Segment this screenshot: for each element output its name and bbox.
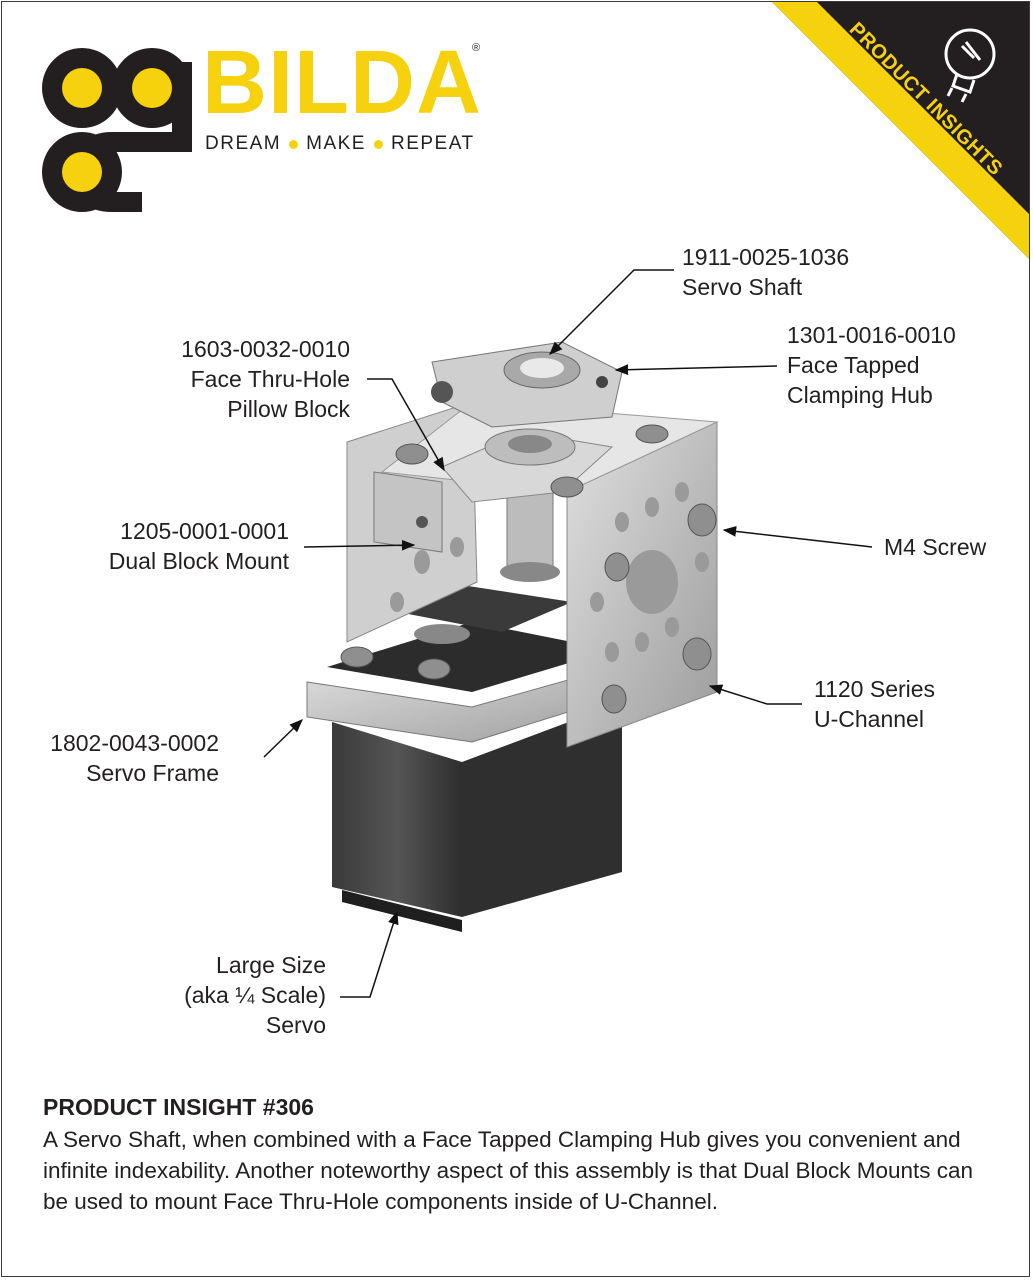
callout-part-name: U-Channel: [814, 706, 924, 732]
leader-pillow-block: [367, 378, 445, 472]
callout-part-number: 1301-0016-0010: [787, 322, 956, 348]
clamping-hub: [431, 341, 623, 428]
servo-frame-plate: [306, 582, 633, 743]
dual-block-mount: [373, 471, 443, 553]
leader-u-channel: [708, 684, 802, 705]
callout-servo-shaft: 1911-0025-1036 Servo Shaft: [682, 242, 849, 302]
leader-clamping-hub: [614, 364, 778, 376]
callout-part-name: (aka ¼ Scale): [184, 982, 326, 1008]
callout-part-name: Face Tapped: [787, 352, 920, 378]
callout-dual-block-mount: 1205-0001-0001 Dual Block Mount: [109, 516, 289, 576]
leader-lines: [263, 269, 873, 998]
product-insight: PRODUCT INSIGHT #306 A Servo Shaft, when…: [43, 1092, 1003, 1217]
registered-mark: ®: [472, 42, 481, 54]
insight-body: A Servo Shaft, when combined with a Face…: [43, 1127, 974, 1214]
callout-part-name: Clamping Hub: [787, 382, 933, 408]
gobilda-logo-mark: [42, 48, 192, 212]
callout-part-name: Large Size: [216, 952, 326, 978]
lightbulb-icon: [944, 28, 996, 103]
leader-servo-shaft: [549, 269, 674, 355]
callout-part-name: M4 Screw: [884, 534, 987, 560]
tagline-dot: [289, 139, 299, 149]
callout-part-number: 1205-0001-0001: [120, 518, 289, 544]
tagline-dream: DREAM: [205, 133, 282, 154]
callout-part-name: Servo Frame: [86, 760, 219, 786]
tagline-repeat: REPEAT: [390, 133, 475, 154]
callout-clamping-hub: 1301-0016-0010 Face Tapped Clamping Hub: [787, 320, 956, 410]
callout-servo: Large Size (aka ¼ Scale) Servo: [184, 950, 326, 1040]
callout-part-name: Servo: [265, 1012, 326, 1038]
tagline-make: MAKE: [306, 133, 366, 154]
leader-servo-frame: [263, 719, 303, 758]
tagline-dot: [373, 139, 383, 149]
callout-part-name: Servo Shaft: [682, 274, 803, 300]
brand-tagline: DREAM MAKE REPEAT: [205, 133, 475, 155]
callout-u-channel: 1120 Series U-Channel: [814, 674, 935, 734]
callout-part-name: Face Thru-Hole: [190, 366, 350, 392]
servo-body: [332, 702, 622, 932]
callout-part-number: 1911-0025-1036: [682, 244, 850, 270]
callout-pillow-block: 1603-0032-0010 Face Thru-Hole Pillow Blo…: [181, 334, 350, 424]
callout-part-name: Dual Block Mount: [108, 548, 289, 574]
callout-servo-frame: 1802-0043-0002 Servo Frame: [50, 728, 219, 788]
m4-screws: [340, 424, 717, 714]
callout-m4-screw: M4 Screw: [884, 532, 986, 562]
leader-m4-screw: [722, 526, 873, 548]
callout-part-number: 1802-0043-0002: [50, 730, 219, 756]
callout-part-name: Pillow Block: [227, 396, 350, 422]
leader-servo: [340, 910, 399, 998]
insight-title: PRODUCT INSIGHT #306: [43, 1094, 314, 1120]
product-insights-banner: [772, 2, 1029, 259]
callout-part-number: 1120 Series: [814, 676, 936, 702]
callout-part-number: 1603-0032-0010: [181, 336, 350, 362]
brand-wordmark: BILDA: [202, 33, 482, 133]
leader-dual-block-mount: [303, 539, 416, 551]
